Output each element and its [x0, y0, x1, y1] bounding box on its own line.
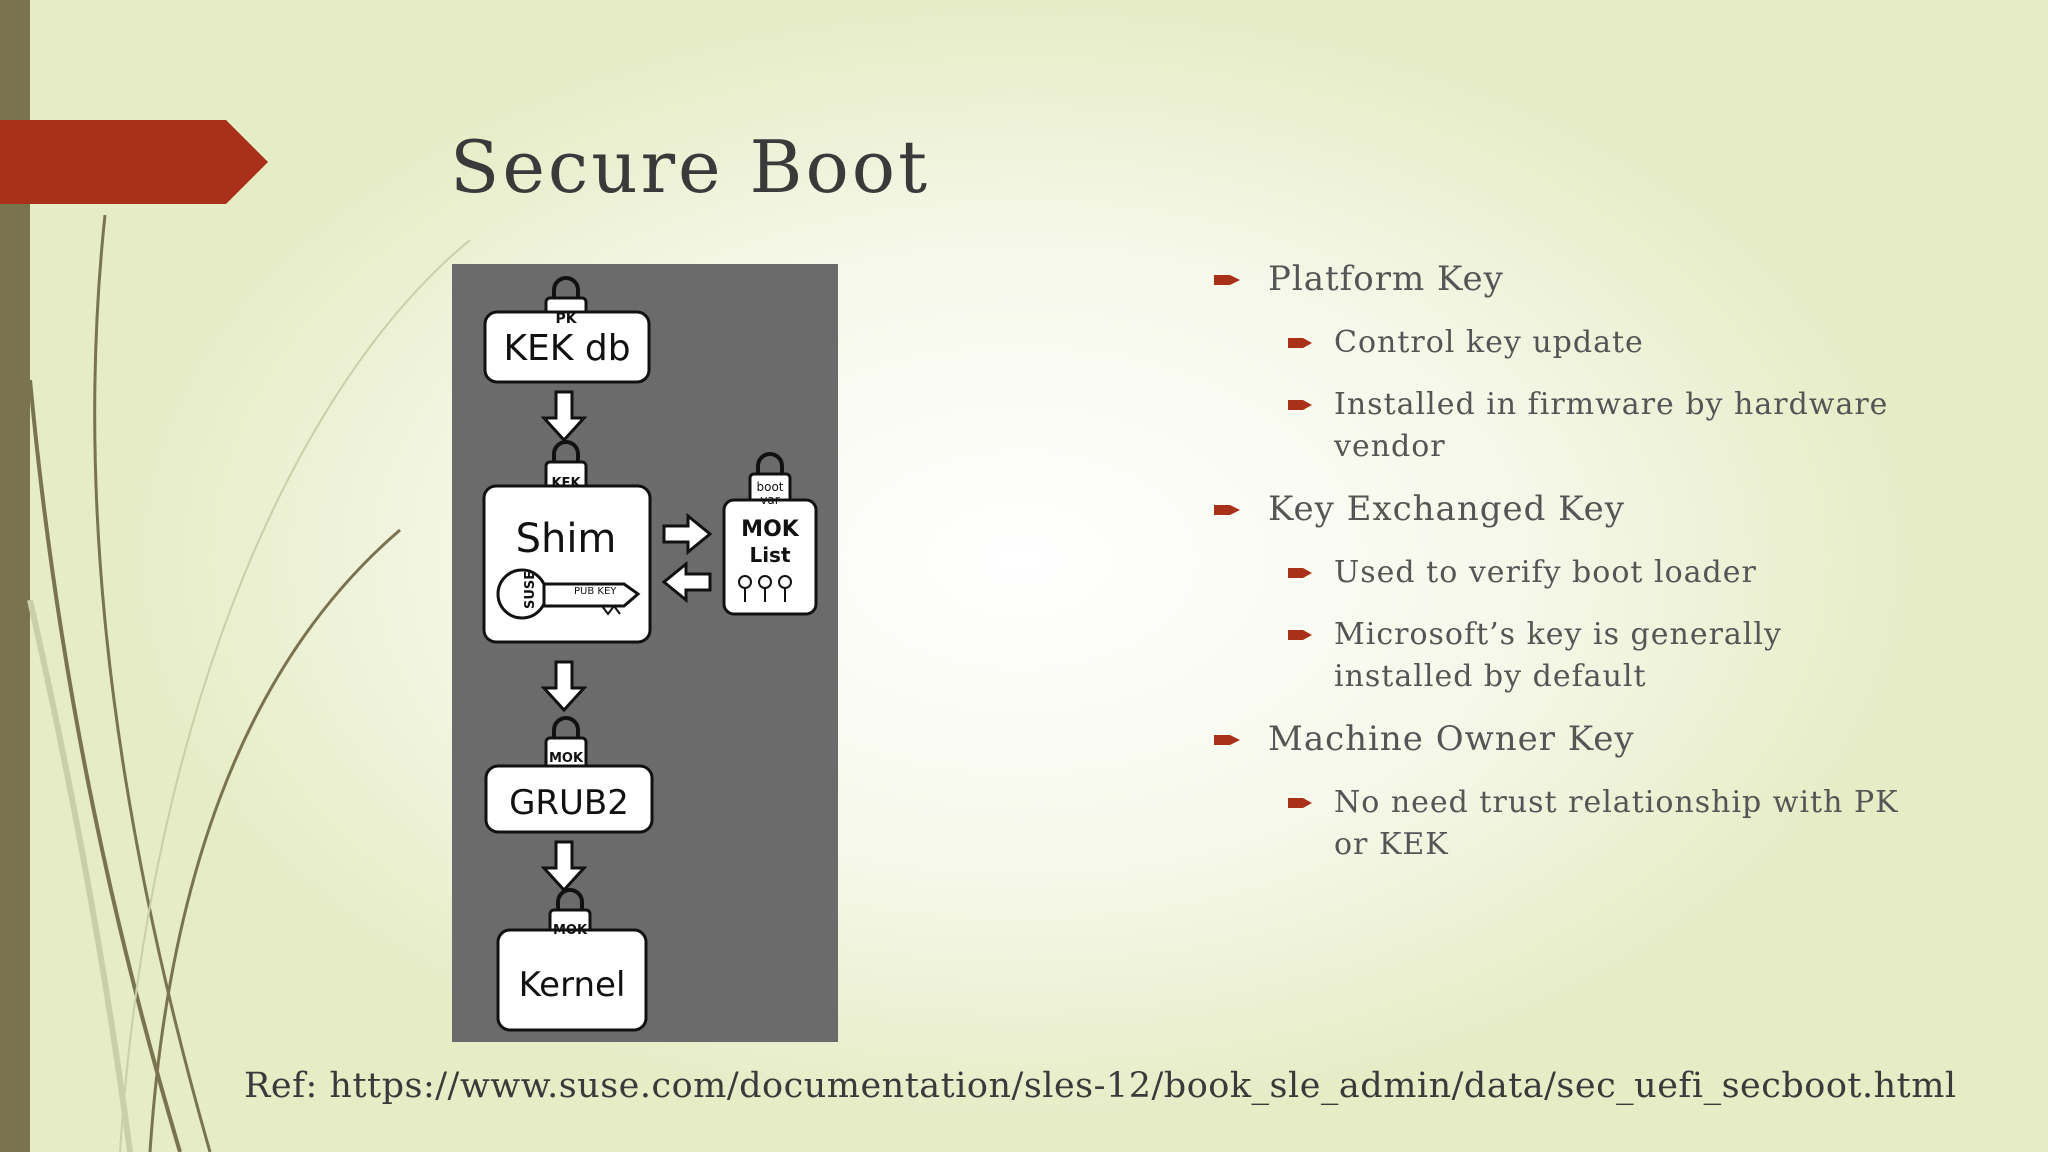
sub-bullet-text: Installed in firmware by hardware [1334, 387, 1889, 422]
sub-bullet-text: No need trust relationship with PK [1334, 785, 1899, 820]
bullet-arrow-icon [1214, 505, 1240, 515]
arrow-right-icon [662, 512, 713, 556]
sub-bullet-text: Used to verify boot loader [1334, 555, 1757, 590]
bullet-item: Platform Key [1210, 258, 1970, 300]
sub-bullet-item: No need trust relationship with PK or KE… [1210, 782, 1970, 866]
kek-lock-label: KEK [551, 476, 581, 491]
bullet-arrow-icon [1288, 630, 1312, 640]
title-arrow-banner [0, 120, 268, 204]
bullet-text: Platform Key [1268, 259, 1504, 299]
pk-lock-label: PK [555, 311, 577, 327]
shim-box [482, 484, 652, 644]
reference-link[interactable]: Ref: https://www.suse.com/documentation/… [244, 1066, 1957, 1106]
bullet-arrow-icon [1288, 338, 1312, 348]
bullet-list: Platform Key Control key update Installe… [1210, 258, 1970, 886]
sub-bullet-item: Used to verify boot loader [1210, 552, 1970, 594]
bullet-arrow-icon [1288, 400, 1312, 410]
bootvar-lock-label-2: var [760, 493, 779, 507]
bullet-text: Machine Owner Key [1268, 719, 1635, 759]
mini-keys-icon [738, 575, 792, 602]
kek-db-label: KEK db [503, 328, 630, 369]
sub-bullet-text: Microsoft’s key is generally [1334, 617, 1782, 652]
sub-bullet-item: Installed in firmware by hardware vendor [1210, 384, 1970, 468]
decorative-curves [27, 214, 471, 1152]
key-vendor-label: SUSE [523, 571, 538, 609]
sub-bullet-text: installed by default [1334, 659, 1647, 694]
pub-key-label: PUB KEY [574, 586, 617, 597]
kernel-label: Kernel [519, 965, 626, 1005]
bullet-arrow-icon [1214, 735, 1240, 745]
sub-bullet-item: Control key update [1210, 322, 1970, 364]
shim-label: Shim [516, 516, 617, 562]
bullet-text: Key Exchanged Key [1268, 489, 1625, 529]
pub-key-icon [496, 568, 641, 620]
slide-title: Secure Boot [450, 125, 931, 209]
arrow-down-icon [540, 840, 588, 893]
sub-bullet-text: or KEK [1334, 827, 1449, 862]
mok-lock-label: MOK [553, 923, 588, 938]
bullet-item: Key Exchanged Key [1210, 488, 1970, 530]
kernel-box [496, 928, 648, 1032]
grub2-box [484, 764, 654, 834]
secure-boot-diagram: PK KEK db KEK Shim SUSE PUB KEY boot var… [452, 264, 838, 1042]
sub-bullet-text: Control key update [1334, 325, 1644, 360]
arrow-down-icon [540, 660, 588, 713]
mok-lock-label: MOK [549, 751, 584, 766]
bullet-item: Machine Owner Key [1210, 718, 1970, 760]
mok-list-label-1: MOK [741, 517, 800, 542]
grub2-label: GRUB2 [509, 783, 629, 823]
sub-bullet-item: Microsoft’s key is generally installed b… [1210, 614, 1970, 698]
bootvar-lock-label-1: boot [756, 480, 783, 494]
bullet-arrow-icon [1288, 798, 1312, 808]
arrow-down-icon [540, 390, 588, 443]
kek-db-box [483, 310, 651, 384]
bullet-arrow-icon [1214, 275, 1240, 285]
sub-bullet-text: vendor [1334, 429, 1446, 464]
bullet-arrow-icon [1288, 568, 1312, 578]
arrow-left-icon [661, 560, 712, 604]
mok-list-label-2: List [749, 543, 791, 567]
